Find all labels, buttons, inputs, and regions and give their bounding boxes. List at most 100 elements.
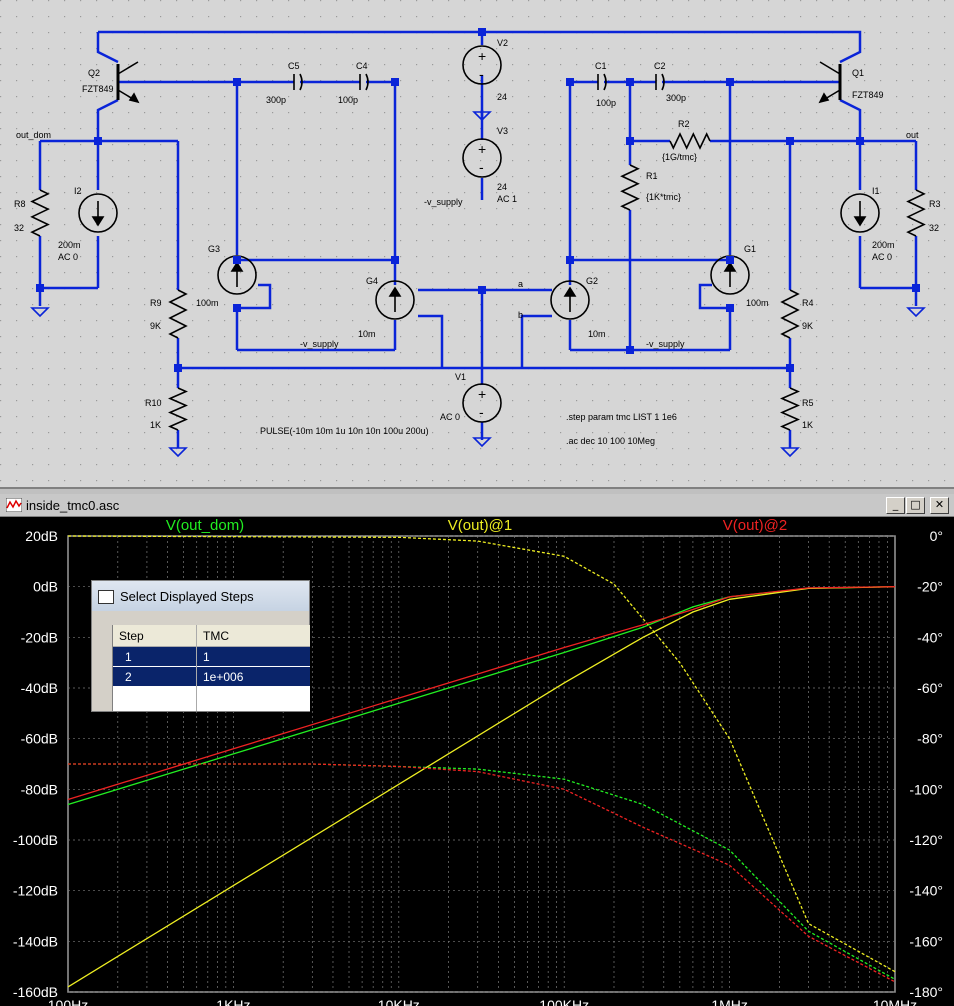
- junction-dot: [566, 78, 574, 86]
- value-q2: FZT849: [82, 84, 114, 94]
- svg-text:+: +: [478, 386, 486, 402]
- ground-icon: [30, 307, 50, 318]
- y-tick-label: -80dB: [21, 781, 58, 797]
- y-tick-label: -160dB: [13, 984, 58, 1000]
- column-separator: [196, 625, 197, 711]
- net-label-out: out: [906, 130, 919, 140]
- ground-icon: [168, 447, 188, 458]
- waveform-titlebar[interactable]: inside_tmc0.asc _ □ ✕: [0, 494, 954, 517]
- value-g1: 100m: [746, 298, 769, 308]
- ref-v1: V1: [455, 372, 466, 382]
- capacitor-c4: [359, 73, 369, 91]
- ref-q1: Q1: [852, 68, 864, 78]
- value-r9: 9K: [150, 321, 161, 331]
- value-c5: 300p: [266, 95, 286, 105]
- table-row[interactable]: 1 1: [113, 647, 310, 667]
- y-tick-label: -60dB: [21, 731, 58, 747]
- select-steps-dialog[interactable]: Select Displayed Steps Step TMC 1 1 2 1e…: [91, 580, 310, 712]
- legend-entry: V(out_dom): [166, 517, 244, 534]
- dialog-title: Select Displayed Steps: [120, 589, 254, 604]
- value-g4: 10m: [358, 329, 376, 339]
- value-i1: 200m: [872, 240, 895, 250]
- y2-tick-label: -20°: [917, 579, 943, 595]
- step-cell: 1: [125, 650, 132, 664]
- ground-icon: [472, 111, 492, 122]
- ref-g1: G1: [744, 244, 756, 254]
- svg-text:-: -: [479, 159, 484, 175]
- resistor-r2: [669, 132, 711, 150]
- legend-entry: V(out)@2: [723, 517, 787, 534]
- value-c1: 100p: [596, 98, 616, 108]
- value-r5: 1K: [802, 420, 813, 430]
- junction-dot: [626, 346, 634, 354]
- junction-dot: [94, 137, 102, 145]
- current-source-i2: [78, 193, 118, 233]
- steps-table[interactable]: Step TMC 1 1 2 1e+006: [112, 625, 310, 711]
- ref-c4: C4: [356, 61, 368, 71]
- net-label-out-dom: out_dom: [16, 130, 51, 140]
- column-header-tmc[interactable]: TMC: [203, 629, 229, 643]
- ref-r10: R10: [145, 398, 162, 408]
- extra-v1: AC 0: [440, 412, 460, 422]
- dialog-titlebar[interactable]: Select Displayed Steps: [92, 581, 309, 611]
- y2-tick-label: -160°: [909, 933, 943, 949]
- ref-c1: C1: [595, 61, 607, 71]
- net-label-a: a: [518, 279, 523, 289]
- value-r1: {1K*tmc}: [646, 192, 681, 202]
- value-i2: 200m: [58, 240, 81, 250]
- transistor-q2: [116, 61, 140, 104]
- ref-c5: C5: [288, 61, 300, 71]
- net-label-vsupply: -v_supply: [300, 339, 339, 349]
- junction-dot: [566, 256, 574, 264]
- ref-g4: G4: [366, 276, 378, 286]
- y-tick-label: -20dB: [21, 629, 58, 645]
- minimize-button[interactable]: _: [886, 497, 905, 514]
- x-tick-label: 10KHz: [378, 997, 420, 1006]
- ref-q2: Q2: [88, 68, 100, 78]
- capacitor-c1: [597, 73, 607, 91]
- column-header-step[interactable]: Step: [119, 629, 144, 643]
- resistor-r5: [780, 387, 800, 431]
- junction-dot: [478, 286, 486, 294]
- table-row[interactable]: 2 1e+006: [113, 667, 310, 687]
- series-phase-voutdom: [68, 763, 896, 980]
- value-g3: 100m: [196, 298, 219, 308]
- junction-dot: [786, 364, 794, 372]
- y-tick-label: -40dB: [21, 680, 58, 696]
- ref-v2: V2: [497, 38, 508, 48]
- junction-dot: [856, 137, 864, 145]
- value-r4: 9K: [802, 321, 813, 331]
- dialog-window-icon: [98, 590, 114, 604]
- ref-r3: R3: [929, 199, 941, 209]
- step-cell: 2: [125, 670, 132, 684]
- junction-dot: [726, 78, 734, 86]
- voltage-source-v3: +-: [462, 138, 502, 178]
- ref-r1: R1: [646, 171, 658, 181]
- svg-text:+: +: [478, 48, 486, 64]
- value-q1: FZT849: [852, 90, 884, 100]
- window-title: inside_tmc0.asc: [26, 498, 120, 513]
- y2-tick-label: 0°: [930, 528, 943, 544]
- value-r10: 1K: [150, 420, 161, 430]
- value-v1: PULSE(-10m 10m 1u 10n 10n 100u 200u): [260, 426, 429, 436]
- y-tick-label: -140dB: [13, 933, 58, 949]
- close-button[interactable]: ✕: [930, 497, 949, 514]
- svg-text:-: -: [479, 66, 484, 82]
- y2-tick-label: -80°: [917, 731, 943, 747]
- series-phase-vout2: [68, 763, 896, 983]
- ground-icon: [780, 447, 800, 458]
- tmc-cell: 1: [203, 650, 210, 664]
- x-tick-label: 100Hz: [48, 997, 88, 1006]
- spice-directive-ac: .ac dec 10 100 10Meg: [566, 436, 655, 446]
- y-tick-label: 20dB: [25, 528, 58, 544]
- maximize-button[interactable]: □: [906, 497, 925, 514]
- resistor-r8: [30, 189, 50, 237]
- y2-tick-label: -120°: [909, 832, 943, 848]
- ground-icon: [472, 437, 492, 448]
- capacitor-c5: [293, 73, 303, 91]
- svg-text:-: -: [479, 404, 484, 420]
- extra-v3: AC 1: [497, 194, 517, 204]
